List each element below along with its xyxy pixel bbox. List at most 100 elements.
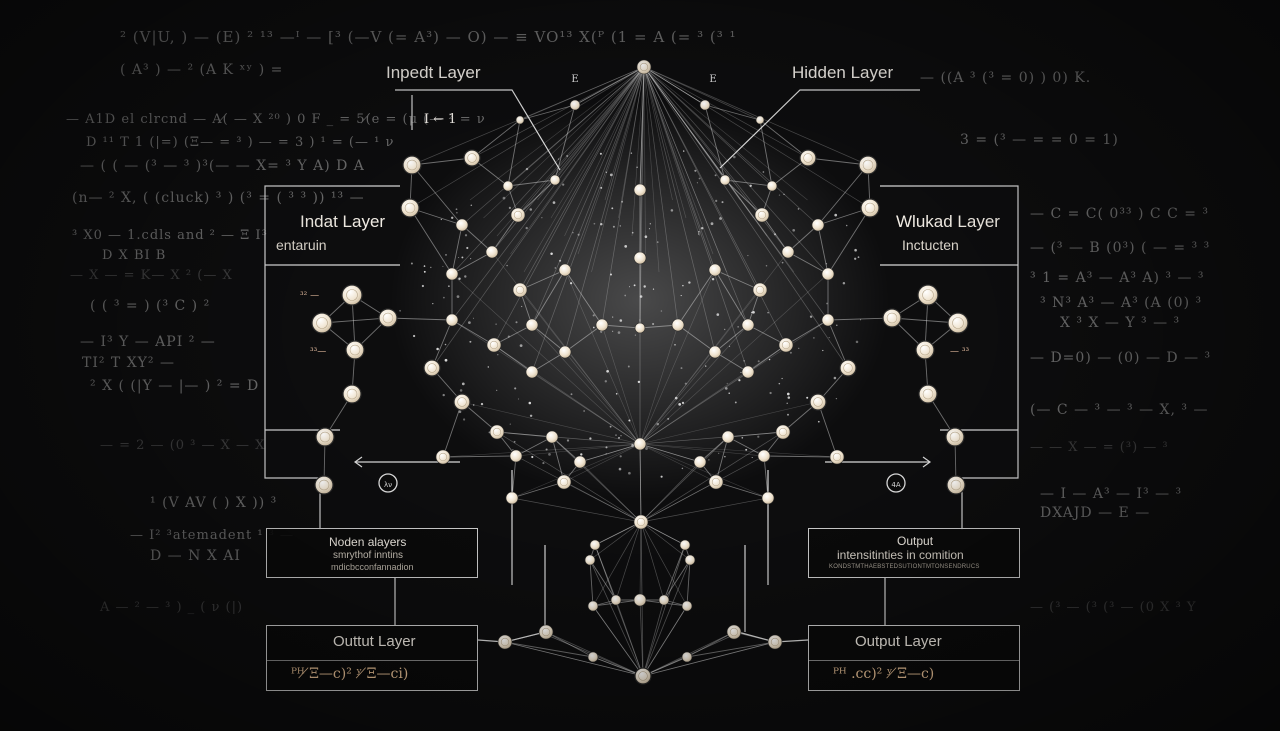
sparkle-dot (752, 310, 755, 314)
network-edge (592, 521, 642, 607)
network-node (587, 600, 599, 612)
sparkle-dot (466, 246, 469, 250)
sparkle-dot (472, 404, 475, 406)
sparkle-dot (826, 302, 828, 305)
network-node (400, 198, 420, 218)
network-node (684, 554, 696, 566)
sparkle-dot (440, 218, 442, 221)
sparkle-dot (787, 396, 791, 399)
sparkle-dot (430, 266, 432, 269)
sparkle-dot (783, 193, 785, 195)
sparkle-dot (459, 389, 463, 392)
network-node (681, 651, 693, 663)
sparkle-dot (698, 231, 700, 233)
sparkle-dot (531, 455, 534, 459)
network-node (345, 340, 365, 360)
sparkle-dot (566, 155, 568, 157)
network-node (767, 634, 783, 650)
mid-left-label-block: Indat Layer entaruin (268, 198, 400, 262)
sparkle-dot (681, 401, 685, 405)
sparkle-dot (645, 447, 648, 450)
sparkle-dot (507, 335, 510, 338)
network-node (860, 198, 880, 218)
network-node (525, 365, 539, 379)
sparkle-dot (738, 379, 741, 382)
sparkle-dot (550, 252, 553, 256)
sparkle-dot (708, 459, 710, 461)
input-layer-label: Inpedt Layer (386, 63, 481, 82)
sparkle-dot (619, 225, 621, 227)
sparkle-dot (606, 369, 609, 373)
sparkle-dot (605, 446, 608, 449)
sparkle-dot (724, 456, 726, 458)
sparkle-dot (715, 199, 718, 203)
sparkle-dot (628, 471, 631, 475)
sparkle-dot (566, 439, 570, 442)
network-node (634, 322, 646, 334)
network-node (918, 384, 938, 404)
mid-right-title: Wlukad Layer (896, 212, 1000, 231)
sparkle-dot (643, 285, 646, 288)
network-node (741, 318, 755, 332)
network-node (549, 174, 561, 186)
sparkle-dot (615, 434, 617, 436)
sparkle-dot (787, 413, 789, 416)
sparkle-dot (631, 231, 634, 234)
sparkle-dot (458, 277, 461, 281)
sparkle-dot (834, 213, 838, 217)
network-node (445, 267, 459, 281)
sparkle-dot (656, 422, 660, 426)
sparkle-dot (444, 358, 448, 362)
sparkle-dot (636, 166, 638, 168)
network-node (708, 345, 722, 359)
sparkle-dot (747, 255, 749, 257)
network-node (671, 318, 685, 332)
network-node (463, 149, 481, 167)
sparkle-dot (589, 437, 592, 440)
marker-circle-left-label: λν (384, 481, 392, 489)
sparkle-dot (674, 396, 678, 400)
sparkle-dot (762, 171, 765, 173)
sparkle-dot (769, 391, 772, 395)
bottom-right-formula: ᴾᴴ .cc)² ʸ ̸Ξ—c) (833, 666, 935, 682)
sparkle-dot (652, 288, 655, 290)
sparkle-dot (410, 262, 413, 265)
sparkle-dot (612, 225, 615, 228)
network-node (538, 624, 554, 640)
network-node (633, 251, 647, 265)
sparkle-dot (443, 296, 445, 299)
sparkle-dot (750, 311, 753, 314)
sparkle-dot (612, 316, 614, 318)
network-node (378, 308, 398, 328)
sparkle-dot (633, 284, 636, 287)
network-node (821, 267, 835, 281)
sparkle-dot (619, 455, 622, 458)
network-node (489, 424, 505, 440)
sparkle-dot (480, 402, 484, 406)
network-node (515, 115, 525, 125)
sparkle-dot (825, 262, 828, 265)
sparkle-dot (461, 256, 464, 259)
sparkle-dot (683, 150, 685, 152)
sparkle-dot (726, 382, 728, 384)
network-node (681, 600, 693, 612)
sparkle-dot (697, 233, 700, 235)
sparkle-dot (519, 344, 523, 347)
sparkle-dot (786, 402, 788, 405)
network-node (741, 365, 755, 379)
sparkle-dot (631, 444, 634, 447)
network-edge (642, 631, 741, 677)
sparkle-dot (442, 393, 445, 397)
mid-left-sub: entaruin (276, 237, 327, 253)
network-node (839, 359, 857, 377)
sparkle-dot (729, 345, 731, 347)
network-node (757, 449, 771, 463)
sparkle-dot (773, 233, 777, 236)
sparkle-dot (559, 259, 562, 262)
sparkle-dot (609, 425, 612, 428)
sparkle-dot (444, 343, 447, 346)
side-label-right-1: — ³³ (950, 347, 969, 357)
sparkle-dot (711, 278, 715, 281)
sparkle-dot (624, 294, 627, 297)
sparkle-dot (495, 323, 497, 325)
